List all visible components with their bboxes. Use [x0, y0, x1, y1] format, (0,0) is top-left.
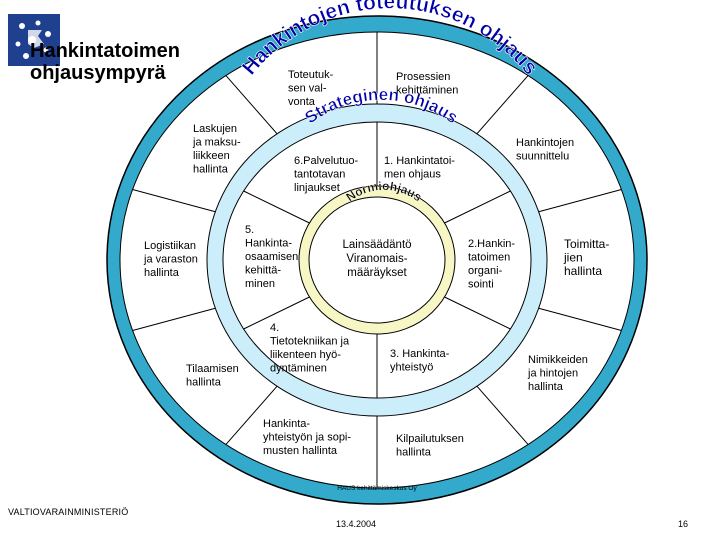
outer-sector-1-text-line: kehittäminen [396, 85, 458, 97]
inner-sector-4-text-line: 4. [270, 322, 279, 334]
center-circle [308, 196, 446, 324]
credit-label: HAUS kehittämiskeskus Oy [337, 485, 417, 492]
inner-sector-4-text-line: dyntäminen [270, 363, 327, 375]
inner-sector-5-text-line: osaamisen [245, 251, 298, 263]
inner-sector-texts: 1. Hankintatoi-men ohjaus 2.Hankin-tatoim… [245, 155, 515, 375]
outer-divider-line [132, 189, 216, 213]
inner-sector-5-text-line: minen [245, 278, 275, 290]
inner-sector-5-text-line: 5. [245, 224, 254, 236]
outer-sector-10-text-line: Toteutuk- [288, 69, 334, 81]
outer-divider-line [132, 307, 216, 331]
outer-divider-line [225, 385, 278, 445]
outer-sector-9-text-line: Laskujen [193, 123, 237, 135]
outer-sector-4-text-line: hallinta [528, 381, 564, 393]
inner-divider-line [444, 296, 511, 330]
inner-sector-1-text: 1. Hankintatoi-men ohjaus [384, 155, 455, 181]
inner-sector-6-text-line: linjaukset [294, 182, 340, 194]
outer-sector-5-text-line: hallinta [396, 447, 432, 459]
outer-sector-2-text-line: suunnittelu [516, 151, 569, 163]
inner-sector-2-text-line: tatoimen [468, 252, 510, 264]
outer-sector-6-text-line: Hankinta- [263, 418, 310, 430]
inner-sector-3-text-line: 3. Hankinta- [390, 348, 450, 360]
title-line-2: ohjausympyrä [30, 62, 166, 84]
footer-organization: VALTIOVARAINMINISTERIÖ [8, 507, 129, 517]
outer-divider-line [538, 307, 622, 331]
inner-sector-2-text-line: organi- [468, 265, 503, 277]
outer-sector-2-text: Hankintojen suunnittelu [516, 137, 574, 163]
inner-sector-5-text-line: Hankinta- [245, 238, 292, 250]
inner-sector-6-text-line: tantotavan [294, 169, 345, 181]
title-line-1: Hankintatoimen [30, 40, 181, 62]
outer-sector-5-text: Kilpailutuksen hallinta [396, 433, 464, 459]
center-text-block-line: Viranomais- [346, 253, 407, 265]
inner-sector-2-text-line: 2.Hankin- [468, 238, 515, 250]
outer-sector-6-text: Hankinta-yhteistyön ja sopi-musten halli… [263, 418, 351, 457]
outer-sector-9-text-line: ja maksu- [192, 137, 241, 149]
outer-sector-8-text-line: Logistiikan [144, 240, 196, 252]
footer-page-number: 16 [678, 519, 689, 529]
outer-sector-10-text: Toteutuk-sen val-vonta [288, 69, 334, 108]
outer-sector-6-text-line: musten hallinta [263, 445, 338, 457]
outer-sector-9-text-line: hallinta [193, 164, 229, 176]
outer-sector-6-text-line: yhteistyön ja sopi- [263, 432, 351, 444]
outer-sector-dividers [132, 32, 622, 488]
outer-sector-8-text-line: hallinta [144, 267, 180, 279]
outer-sector-1-text-line: Prosessien [396, 71, 450, 83]
outer-sector-3-text-line: jien [563, 251, 583, 265]
footer-date: 13.4.2004 [336, 519, 377, 529]
slide-title: Hankintatoimen ohjausympyrä [30, 40, 180, 84]
outer-divider-line [225, 75, 278, 135]
outer-sector-7-text-line: hallinta [186, 377, 222, 389]
outer-sector-9-text: Laskujen ja maksu-liikkeen hallinta [192, 123, 241, 176]
outer-divider-line [476, 75, 529, 135]
inner-sector-3-text: 3. Hankinta-yhteistyö [390, 348, 450, 374]
inner-sector-2-text-line: sointi [468, 279, 494, 291]
inner-sector-5-text-line: kehittä- [245, 265, 281, 277]
outer-sector-4-text-line: Nimikkeiden [528, 354, 588, 366]
inner-sector-3-text-line: yhteistyö [390, 362, 433, 374]
center-text-block-line: Lainsäädäntö [342, 239, 411, 251]
inner-divider-line [444, 190, 511, 224]
outer-sector-5-text-line: Kilpailutuksen [396, 433, 464, 445]
outer-sector-1-text: Prosessien kehittäminen [396, 71, 458, 97]
inner-divider-line [243, 296, 310, 330]
inner-sector-dividers [243, 122, 511, 398]
outer-sector-7-text-line: Tilaamisen [186, 363, 239, 375]
outer-sector-3-text-line: hallinta [564, 264, 602, 278]
outer-sector-4-text-line: ja hintojen [527, 368, 578, 380]
inner-sector-4-text-line: Tietotekniikan ja [270, 336, 350, 348]
outer-divider-line [538, 189, 622, 213]
inner-sector-4-text-line: liikenteen hyö- [270, 349, 341, 361]
inner-sector-5-text: 5. Hankinta-osaamisen kehittä-minen [245, 224, 298, 290]
center-text-block-line: määräykset [347, 267, 407, 279]
outer-sector-9-text-line: liikkeen [193, 150, 230, 162]
outer-sector-8-text-line: ja varaston [143, 254, 198, 266]
outer-divider-line [476, 385, 529, 445]
inner-sector-1-text-line: 1. Hankintatoi- [384, 155, 455, 167]
outer-sector-2-text-line: Hankintojen [516, 137, 574, 149]
outer-sector-10-text-line: vonta [288, 96, 316, 108]
outer-sector-10-text-line: sen val- [288, 83, 327, 95]
outer-sector-7-text: Tilaamisen hallinta [186, 363, 239, 389]
outer-sector-3-text-line: Toimitta- [564, 237, 609, 251]
inner-sector-6-text-line: 6.Palvelutuo- [294, 155, 359, 167]
inner-sector-1-text-line: men ohjaus [384, 169, 441, 181]
coat-of-arms-logo [8, 14, 60, 66]
inner-divider-line [243, 190, 310, 224]
